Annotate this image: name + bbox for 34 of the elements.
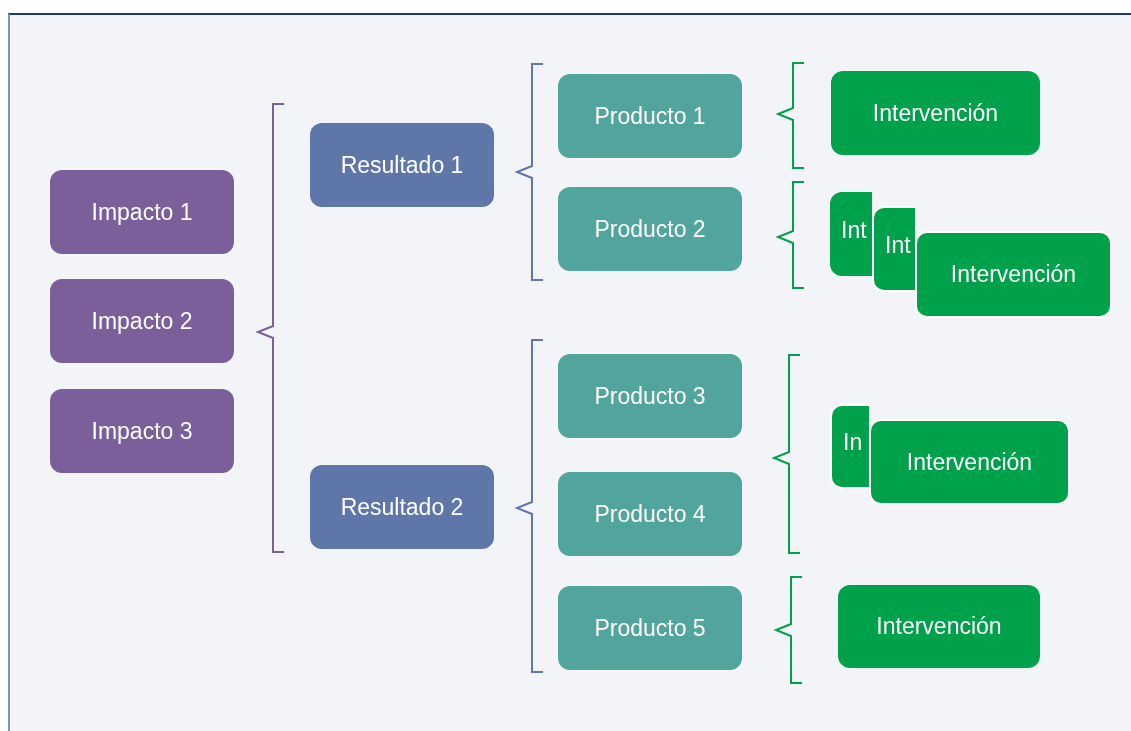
- box-label: Int: [841, 215, 867, 245]
- process-box: [558, 354, 742, 438]
- box-label: Int: [885, 230, 911, 260]
- process-box: [830, 192, 872, 276]
- process-box: [869, 419, 1070, 505]
- process-box: [872, 206, 915, 292]
- process-box: [558, 187, 742, 271]
- box-label: Producto 1: [594, 101, 706, 131]
- process-box: [558, 586, 742, 670]
- process-box: [50, 170, 234, 254]
- process-box: [558, 472, 742, 556]
- box-label: Intervención: [876, 612, 1002, 641]
- process-box: [50, 389, 234, 473]
- box-label: Impacto 3: [91, 416, 193, 446]
- process-box: [830, 404, 869, 489]
- box-label: Intervención: [950, 260, 1077, 289]
- process-box: [310, 123, 494, 207]
- box-label: Intervención: [906, 447, 1033, 477]
- process-box: [558, 74, 742, 158]
- box-label: Producto 4: [594, 499, 706, 529]
- process-box: [50, 279, 234, 363]
- box-label: In: [843, 428, 863, 457]
- box-label: Intervención: [872, 98, 999, 128]
- box-label: Impacto 1: [91, 197, 193, 227]
- box-label: Producto 2: [594, 214, 706, 244]
- box-label: Producto 3: [594, 381, 706, 411]
- box-label: Producto 5: [594, 613, 706, 643]
- process-box: [831, 71, 1040, 155]
- box-label: Resultado 1: [340, 150, 464, 180]
- process-box: [915, 231, 1112, 318]
- process-box: [310, 465, 494, 549]
- box-label: Resultado 2: [340, 492, 464, 522]
- process-box: [838, 585, 1040, 668]
- box-label: Impacto 2: [91, 306, 193, 336]
